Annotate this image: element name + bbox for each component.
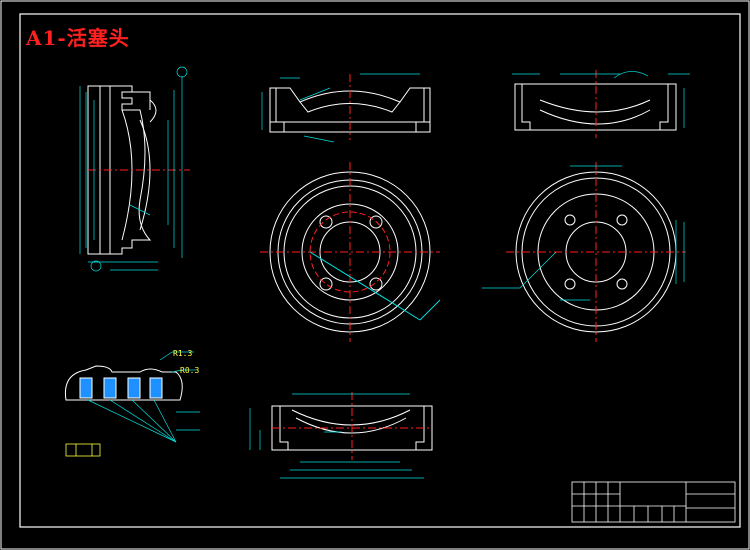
top-right-section — [514, 70, 677, 138]
side-section-view — [87, 85, 190, 255]
center-plan-view — [260, 162, 441, 342]
top-center-section — [269, 74, 431, 140]
ring-groove-detail — [64, 365, 183, 401]
inner-border — [19, 13, 741, 528]
detail-leaders — [87, 351, 200, 443]
tolerance-frame — [65, 443, 101, 457]
bottom-section-view — [271, 392, 433, 460]
top-right-dimensions — [512, 71, 690, 128]
drawing-title: A1-活塞头 — [26, 26, 130, 50]
bottom-section-dimensions — [249, 393, 424, 479]
label-r03: R0.3 — [180, 366, 199, 375]
top-center-dimensions — [261, 73, 420, 143]
right-plan-view — [506, 162, 686, 342]
title-block — [571, 481, 736, 523]
label-r13: R1.3 — [173, 349, 192, 358]
right-plan-dimensions — [482, 165, 685, 301]
side-view-dimensions — [79, 66, 188, 272]
